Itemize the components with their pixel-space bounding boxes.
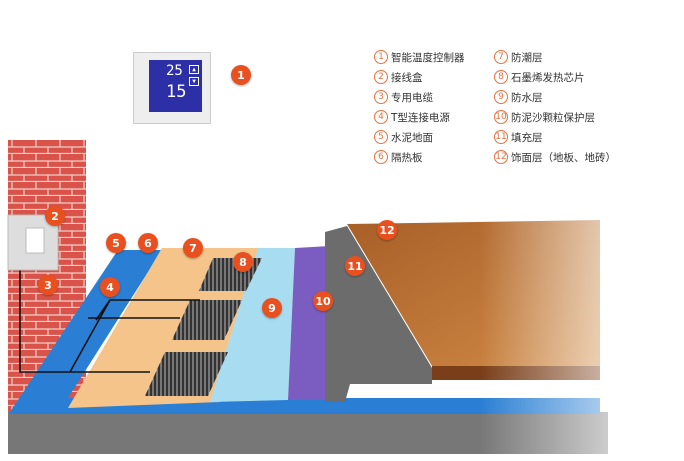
legend-label: 接线盒 xyxy=(391,71,423,84)
waterproof-membrane xyxy=(210,248,295,402)
thermostat-screen: 25 15 ▲ ▼ xyxy=(149,60,202,112)
junction-box-cover xyxy=(25,227,45,254)
legend-number: 1 xyxy=(374,50,388,64)
marker-10: 10 xyxy=(313,291,333,311)
heating-film xyxy=(145,352,228,396)
legend-number: 5 xyxy=(374,130,388,144)
legend-label: 智能温度控制器 xyxy=(391,51,465,64)
marker-11: 11 xyxy=(345,256,365,276)
legend-number: 11 xyxy=(494,130,508,144)
legend-number: 8 xyxy=(494,70,508,84)
legend-number: 4 xyxy=(374,110,388,124)
cable xyxy=(19,270,200,373)
legend-label: T型连接电源 xyxy=(391,111,450,124)
marker-3: 3 xyxy=(38,275,58,295)
legend-number: 3 xyxy=(374,90,388,104)
down-button: ▼ xyxy=(189,77,199,86)
protection-layer xyxy=(288,246,330,400)
legend-label: 水泥地面 xyxy=(391,131,433,144)
legend-number: 2 xyxy=(374,70,388,84)
thermostat: 25 15 ▲ ▼ xyxy=(133,52,211,124)
heating-film xyxy=(172,300,242,340)
marker-2: 2 xyxy=(45,206,65,226)
legend-label: 隔热板 xyxy=(391,151,423,164)
fade-overlay xyxy=(480,200,684,461)
marker-7: 7 xyxy=(183,238,203,258)
legend-number: 6 xyxy=(374,150,388,164)
legend-number: 9 xyxy=(494,90,508,104)
marker-4: 4 xyxy=(100,277,120,297)
legend-number: 7 xyxy=(494,50,508,64)
marker-8: 8 xyxy=(233,252,253,272)
legend-number: 12 xyxy=(494,150,508,164)
marker-9: 9 xyxy=(262,298,282,318)
legend-label: 防潮层 xyxy=(511,51,543,64)
marker-6: 6 xyxy=(138,233,158,253)
legend-number: 10 xyxy=(494,110,508,124)
legend-label: 防泥沙颗粒保护层 xyxy=(511,111,595,124)
legend-label: 石墨烯发热芯片 xyxy=(511,71,585,84)
marker-1: 1 xyxy=(231,65,251,85)
room-temp: 15 xyxy=(166,82,187,102)
marker-12: 12 xyxy=(377,220,397,240)
set-temp: 25 xyxy=(166,63,183,79)
legend-label: 饰面层（地板、地砖） xyxy=(511,151,616,164)
legend-label: 专用电缆 xyxy=(391,91,433,104)
legend-label: 防水层 xyxy=(511,91,543,104)
marker-5: 5 xyxy=(106,233,126,253)
up-button: ▲ xyxy=(189,65,199,74)
legend-label: 填充层 xyxy=(511,131,543,144)
